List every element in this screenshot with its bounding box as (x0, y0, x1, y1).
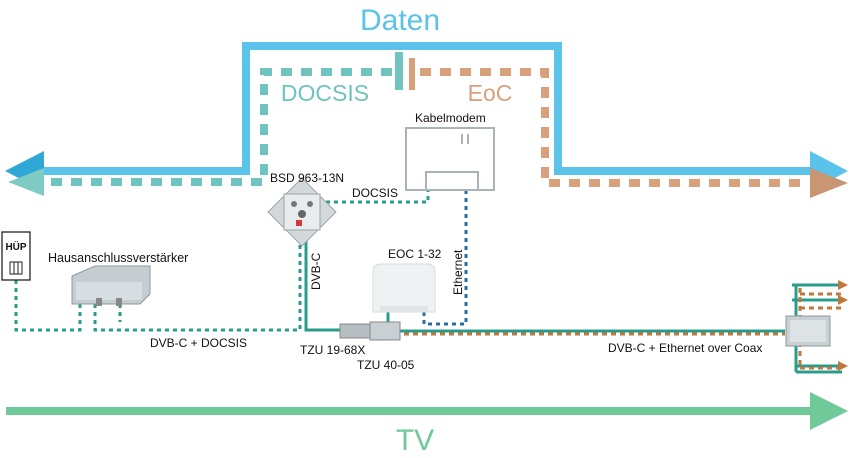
tzu2-label: TZU 40-05 (357, 358, 415, 372)
tv-arrow-icon (810, 392, 848, 430)
cable-modem-device (405, 127, 495, 191)
socket-label: BSD 963-13N (270, 171, 344, 185)
amplifier-label: Hausanschlussverstärker (48, 251, 188, 265)
hup-box (1, 231, 31, 281)
ethernet-label: Ethernet (451, 249, 465, 295)
docsis-link-label: DOCSIS (352, 186, 398, 200)
distributor-device (785, 280, 848, 374)
eoc-arrow-icon (810, 168, 848, 198)
eoc-device (372, 263, 436, 313)
docsis-label: DOCSIS (281, 80, 369, 106)
hup-label: HÜP (5, 240, 26, 253)
eoc-label: EoC (468, 80, 513, 106)
modem-label: Kabelmodem (415, 111, 486, 125)
docsis-arrow-icon (8, 168, 44, 196)
eoc-path (409, 58, 848, 198)
dvbc-docsis-label: DVB-C + DOCSIS (150, 336, 247, 350)
tzu1-label: TZU 19-68X (300, 343, 365, 357)
docsis-path (8, 52, 403, 196)
amplifier-device (71, 265, 151, 306)
tv-arrow (6, 392, 848, 430)
dvbc-eoc-label: DVB-C + Ethernet over Coax (608, 341, 762, 355)
socket-device (267, 177, 337, 247)
tzu-combiner (339, 321, 401, 341)
dvbc-label: DVB-C (309, 252, 323, 290)
tv-title: TV (396, 424, 434, 457)
eoc-device-label: EOC 1-32 (388, 247, 442, 261)
data-title: Daten (360, 4, 440, 37)
